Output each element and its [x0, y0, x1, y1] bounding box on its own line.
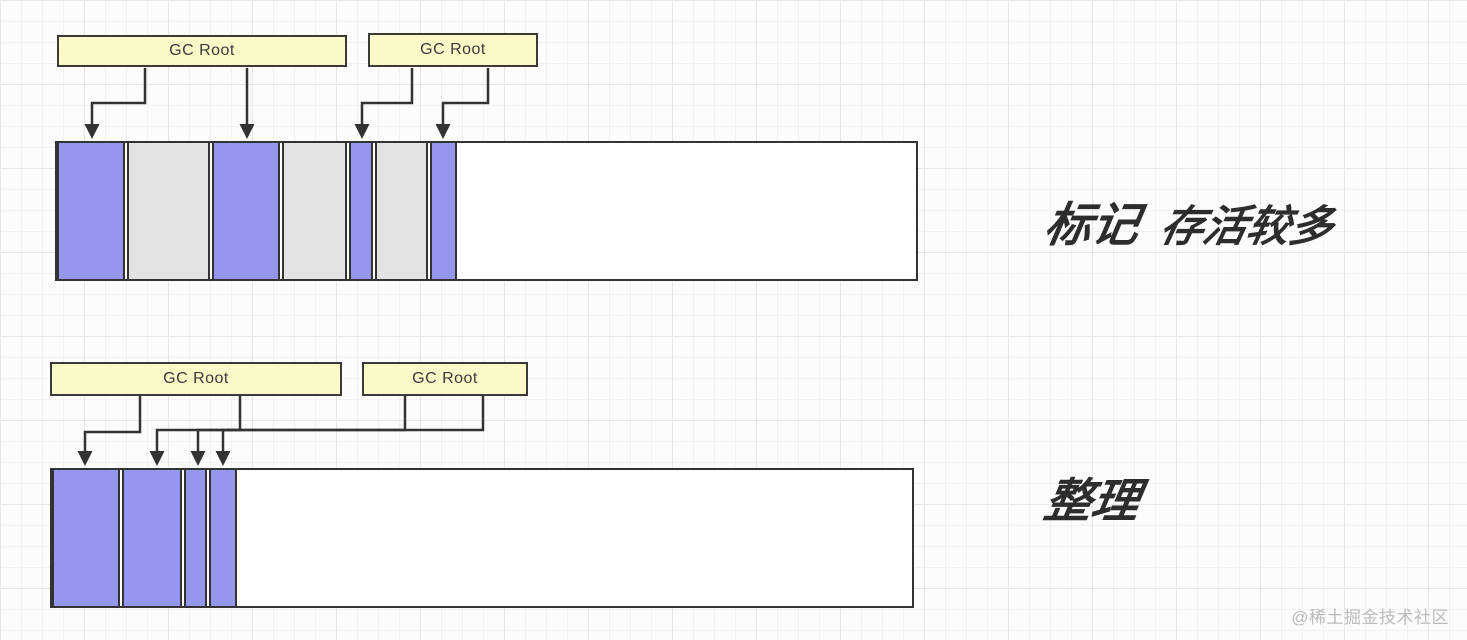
memory-block-live: [57, 141, 125, 281]
gc-root-label: GC Root: [163, 370, 229, 387]
memory-block-garbage: [127, 141, 210, 281]
memory-block-live: [122, 468, 182, 608]
compact-phase-caption: 整理: [1041, 462, 1162, 531]
mark-phase-label: 标记: [1040, 198, 1144, 251]
mark-gc-root-box-2: GC Root: [368, 33, 538, 67]
watermark: @稀土掘金技术社区: [1291, 608, 1449, 627]
gc-root-label: GC Root: [420, 41, 486, 58]
compact-gc-root-box-2: GC Root: [362, 362, 528, 396]
memory-block-live: [209, 468, 237, 608]
memory-block-live: [212, 141, 280, 281]
mark-phase-caption: 标记 存活较多: [1041, 186, 1339, 255]
compact-phase-label: 整理: [1040, 474, 1144, 527]
memory-block-garbage: [282, 141, 347, 281]
memory-block-live: [52, 468, 120, 608]
memory-block-live: [349, 141, 373, 281]
mark-gc-root-box-1: GC Root: [57, 35, 347, 67]
memory-block-live: [430, 141, 457, 281]
memory-block-live: [184, 468, 207, 608]
memory-block-garbage: [375, 141, 428, 281]
gc-root-label: GC Root: [412, 370, 478, 387]
mark-phase-note: 存活较多: [1156, 203, 1339, 251]
gc-root-label: GC Root: [169, 42, 235, 59]
compact-gc-root-box-1: GC Root: [50, 362, 342, 396]
